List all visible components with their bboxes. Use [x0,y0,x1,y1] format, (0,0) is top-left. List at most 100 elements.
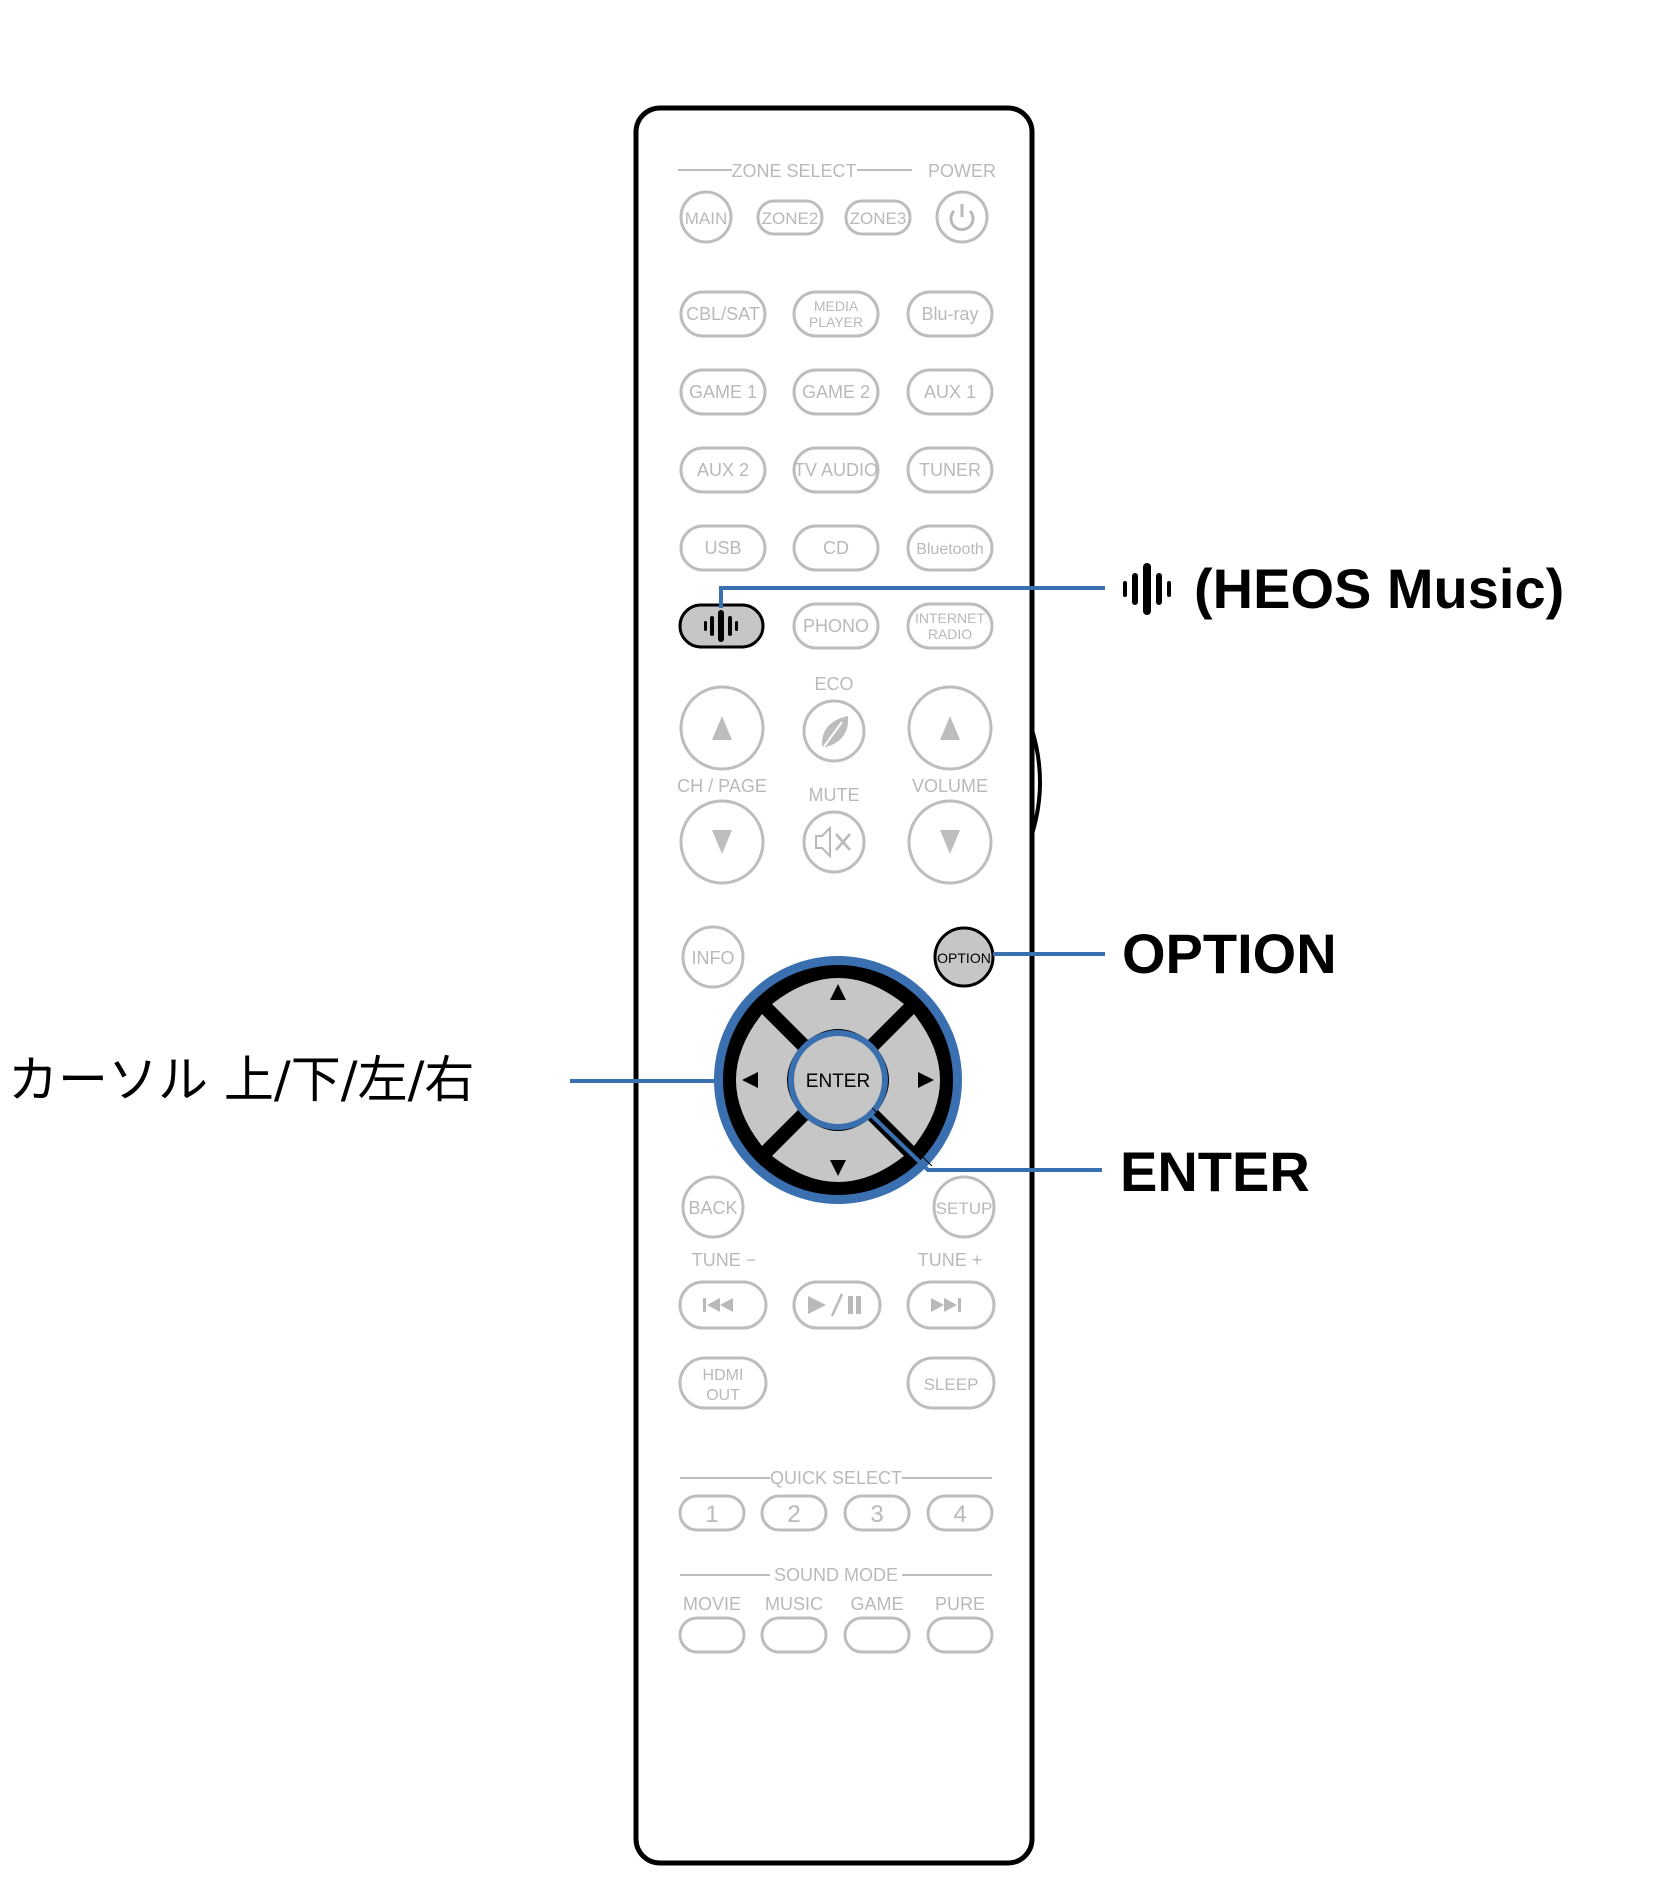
skip-back-icon [703,1298,733,1312]
source-label: TUNER [919,460,981,480]
sleep-button[interactable]: SLEEP [906,1356,996,1410]
source-aux-1-button[interactable]: AUX 1 [906,368,994,416]
play-pause-button[interactable] [792,1280,882,1330]
zone3-button[interactable]: ZONE3 [844,199,912,236]
source-tuner-button[interactable]: TUNER [906,446,994,494]
info-button[interactable]: INFO [681,925,745,989]
svg-text:ZONE3: ZONE3 [850,209,907,228]
skip-forward-icon [931,1298,961,1312]
heos-icon [704,610,738,642]
cursor-callout-label: カーソル 上/下/左/右 [8,1051,474,1109]
back-button[interactable]: BACK [681,1175,745,1239]
svg-text:ENTER: ENTER [806,1071,870,1092]
quick-select-label: QUICK SELECT [770,1468,902,1488]
svg-text:2: 2 [787,1501,800,1528]
sound-mode-pure-button[interactable] [926,1616,994,1654]
cursor-right-button[interactable] [878,1014,940,1146]
source-label: GAME 1 [689,382,757,402]
source-label: Blu-ray [921,304,978,324]
quick-select-4-button[interactable]: 4 [926,1494,994,1532]
zone-main-button[interactable]: MAIN [679,190,733,244]
option-button[interactable]: OPTION [933,926,995,988]
heos-icon [1123,563,1171,615]
quick-select-3-button[interactable]: 3 [843,1494,911,1532]
svg-text:1: 1 [705,1501,718,1528]
volume-down-button[interactable] [907,799,993,885]
sound-mode-music-button[interactable] [760,1616,828,1654]
source-aux-2-button[interactable]: AUX 2 [679,446,767,494]
source-label-line2: RADIO [928,626,972,642]
callout-lines [570,586,1105,1172]
mute-button[interactable] [802,810,866,874]
source-label-line1: MEDIA [814,298,859,314]
sound-mode-pure-label: PURE [935,1594,985,1614]
triangle-left-icon [742,1072,758,1088]
hdmi-out-line2: OUT [706,1387,740,1404]
ch-page-label: CH / PAGE [677,776,767,796]
enter-callout-line [866,1110,1102,1172]
svg-text:ZONE2: ZONE2 [762,209,819,228]
source-label: PHONO [803,616,869,636]
heos-music-button[interactable] [678,603,765,649]
source-game-2-button[interactable]: GAME 2 [792,368,880,416]
eco-button[interactable] [802,699,866,763]
cursor-left-button[interactable] [736,1014,798,1146]
heos-callout [1123,563,1171,615]
sound-mode-movie-button[interactable] [678,1616,746,1654]
triangle-up-icon [940,716,960,740]
sound-mode-music-label: MUSIC [765,1594,823,1614]
cursor-down-button[interactable] [772,1120,904,1182]
skip-forward-button[interactable] [906,1280,996,1330]
source-cd-button[interactable]: CD [792,524,880,572]
triangle-up-icon [712,716,732,740]
cursor-up-button[interactable] [772,978,904,1040]
tune-plus-label: TUNE + [918,1250,983,1270]
zone2-button[interactable]: ZONE2 [756,199,824,236]
setup-button[interactable]: SETUP [932,1175,996,1239]
source-blu-ray-button[interactable]: Blu-ray [906,290,994,338]
svg-text:MAIN: MAIN [685,209,728,228]
source-cbl-sat-button[interactable]: CBL/SAT [679,290,767,338]
triangle-down-icon [940,830,960,854]
sound-mode-label: SOUND MODE [774,1565,898,1585]
power-icon [949,204,975,231]
svg-text:4: 4 [953,1501,966,1528]
triangle-right-icon [918,1072,934,1088]
source-usb-button[interactable]: USB [679,524,767,572]
triangle-down-icon [712,830,732,854]
source-label: AUX 2 [697,460,749,480]
eco-label: ECO [814,674,853,694]
quick-select-1-button[interactable]: 1 [678,1494,746,1532]
svg-text:SLEEP: SLEEP [924,1375,979,1394]
source-label: AUX 1 [924,382,976,402]
power-label: POWER [928,161,996,181]
skip-back-button[interactable] [678,1280,768,1330]
source-label: Bluetooth [916,541,984,558]
ch-page-down-button[interactable] [679,799,765,885]
hdmi-out-button[interactable]: HDMI OUT [678,1356,768,1410]
heos-callout-line [719,586,1105,608]
source-label: CD [823,538,849,558]
quick-select-2-button[interactable]: 2 [760,1494,828,1532]
tune-minus-label: TUNE − [692,1250,757,1270]
source-bluetooth-button[interactable]: Bluetooth [906,524,994,572]
volume-label: VOLUME [912,776,988,796]
enter-button[interactable]: ENTER [788,1030,888,1130]
sound-mode-movie-label: MOVIE [683,1594,741,1614]
source-game-1-button[interactable]: GAME 1 [679,368,767,416]
source-label-line1: INTERNET [915,610,985,626]
mute-label: MUTE [809,785,860,805]
source-tv-audio-button[interactable]: TV AUDIO [792,446,880,494]
volume-up-button[interactable] [907,685,993,771]
source-phono-button[interactable]: PHONO [792,602,880,650]
sound-mode-game-button[interactable] [843,1616,911,1654]
source-label-line2: PLAYER [809,314,863,330]
svg-text:SETUP: SETUP [936,1199,993,1218]
svg-text:3: 3 [870,1501,883,1528]
ch-page-up-button[interactable] [679,685,765,771]
heos-callout-label: (HEOS Music) [1194,557,1564,620]
power-button[interactable] [935,190,989,244]
